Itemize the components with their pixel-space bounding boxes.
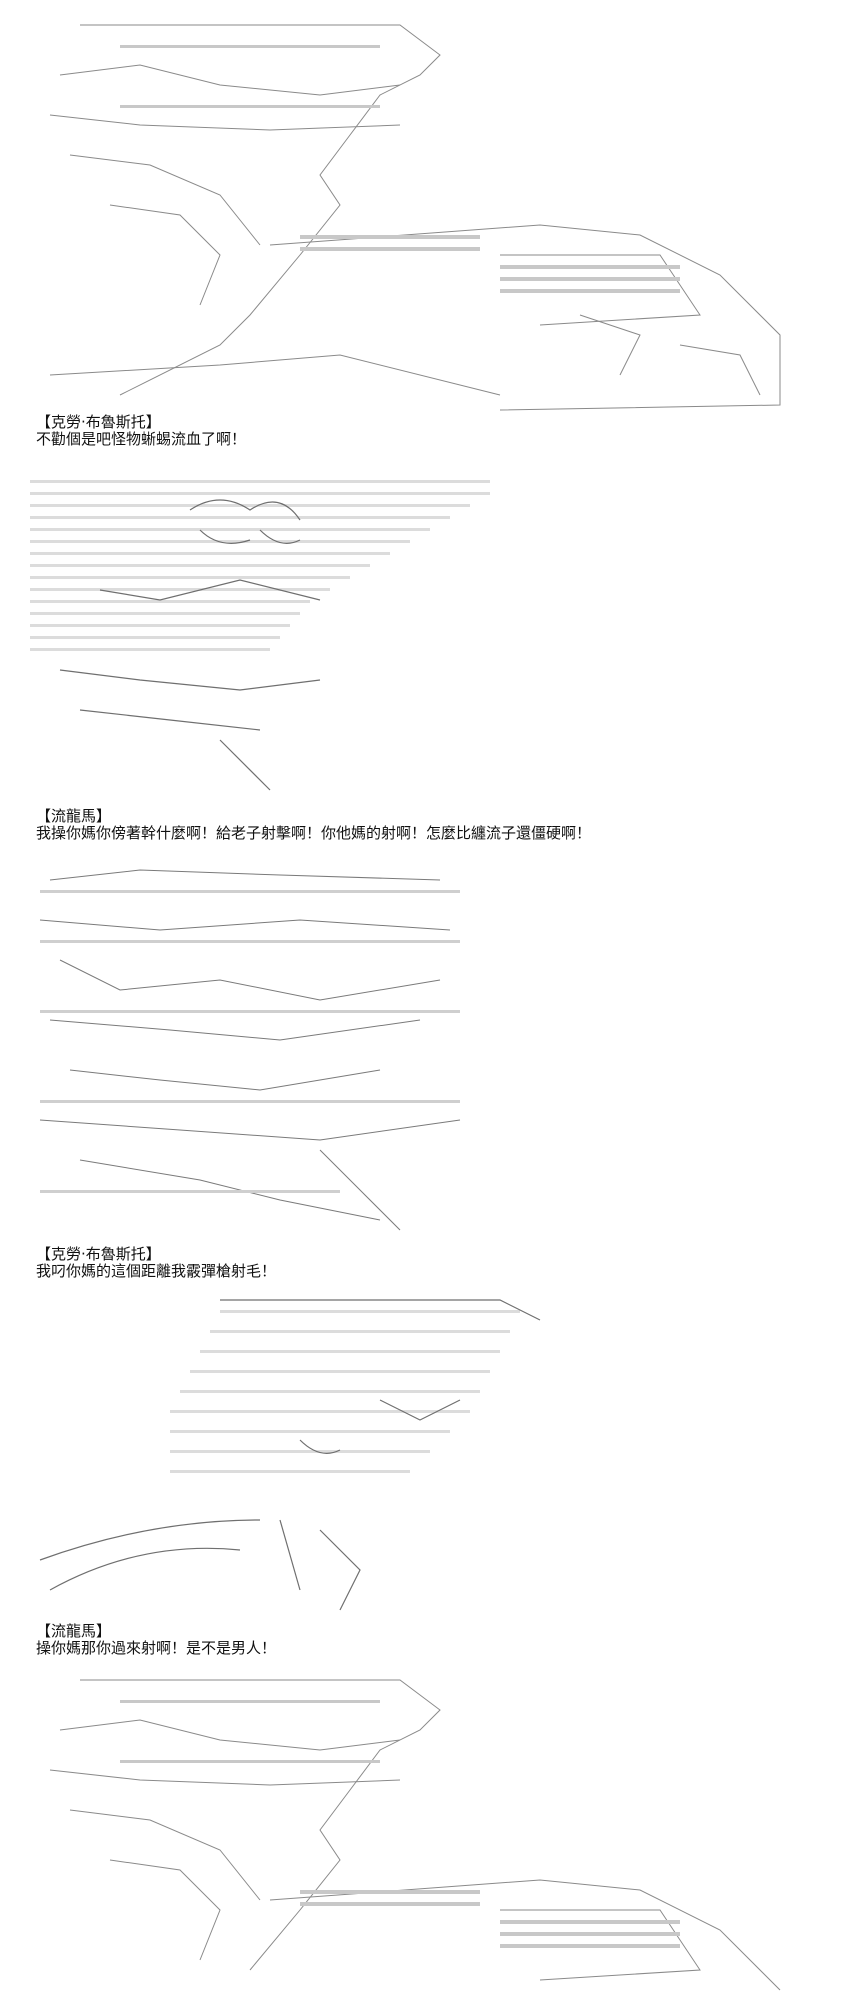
speaker-label-3: 【克勞·布魯斯托】 <box>36 1245 161 1263</box>
aa-art-figure-4 <box>39 1299 541 1611</box>
dialogue-line-1: 不勸個是吧怪物蜥蜴流血了啊！ <box>36 430 247 448</box>
aa-art-panel-1 <box>20 15 800 415</box>
aa-art-panel-2 <box>20 470 540 800</box>
aa-art-figure-1 <box>49 24 781 411</box>
dialogue-line-2: 我操你媽你傍著幹什麼啊！給老子射擊啊！你他媽的射啊！怎麼比纏流子還僵硬啊！ <box>36 824 592 842</box>
speaker-label-2: 【流龍馬】 <box>36 807 112 825</box>
aa-art-panel-5 <box>20 1670 800 2000</box>
speaker-label-1: 【克勞·布魯斯托】 <box>36 413 161 431</box>
aa-art-panel-3 <box>20 860 480 1240</box>
speaker-label-4: 【流龍馬】 <box>36 1622 112 1640</box>
aa-art-panel-4 <box>20 1290 580 1620</box>
dialogue-line-3: 我叼你媽的這個距離我霰彈槍射毛！ <box>36 1262 277 1280</box>
aa-art-figure-3 <box>39 869 461 1231</box>
aa-art-figure-2 <box>30 480 490 791</box>
aa-art-figure-5 <box>49 1679 781 1991</box>
dialogue-line-4: 操你媽那你過來射啊！是不是男人！ <box>36 1639 277 1657</box>
